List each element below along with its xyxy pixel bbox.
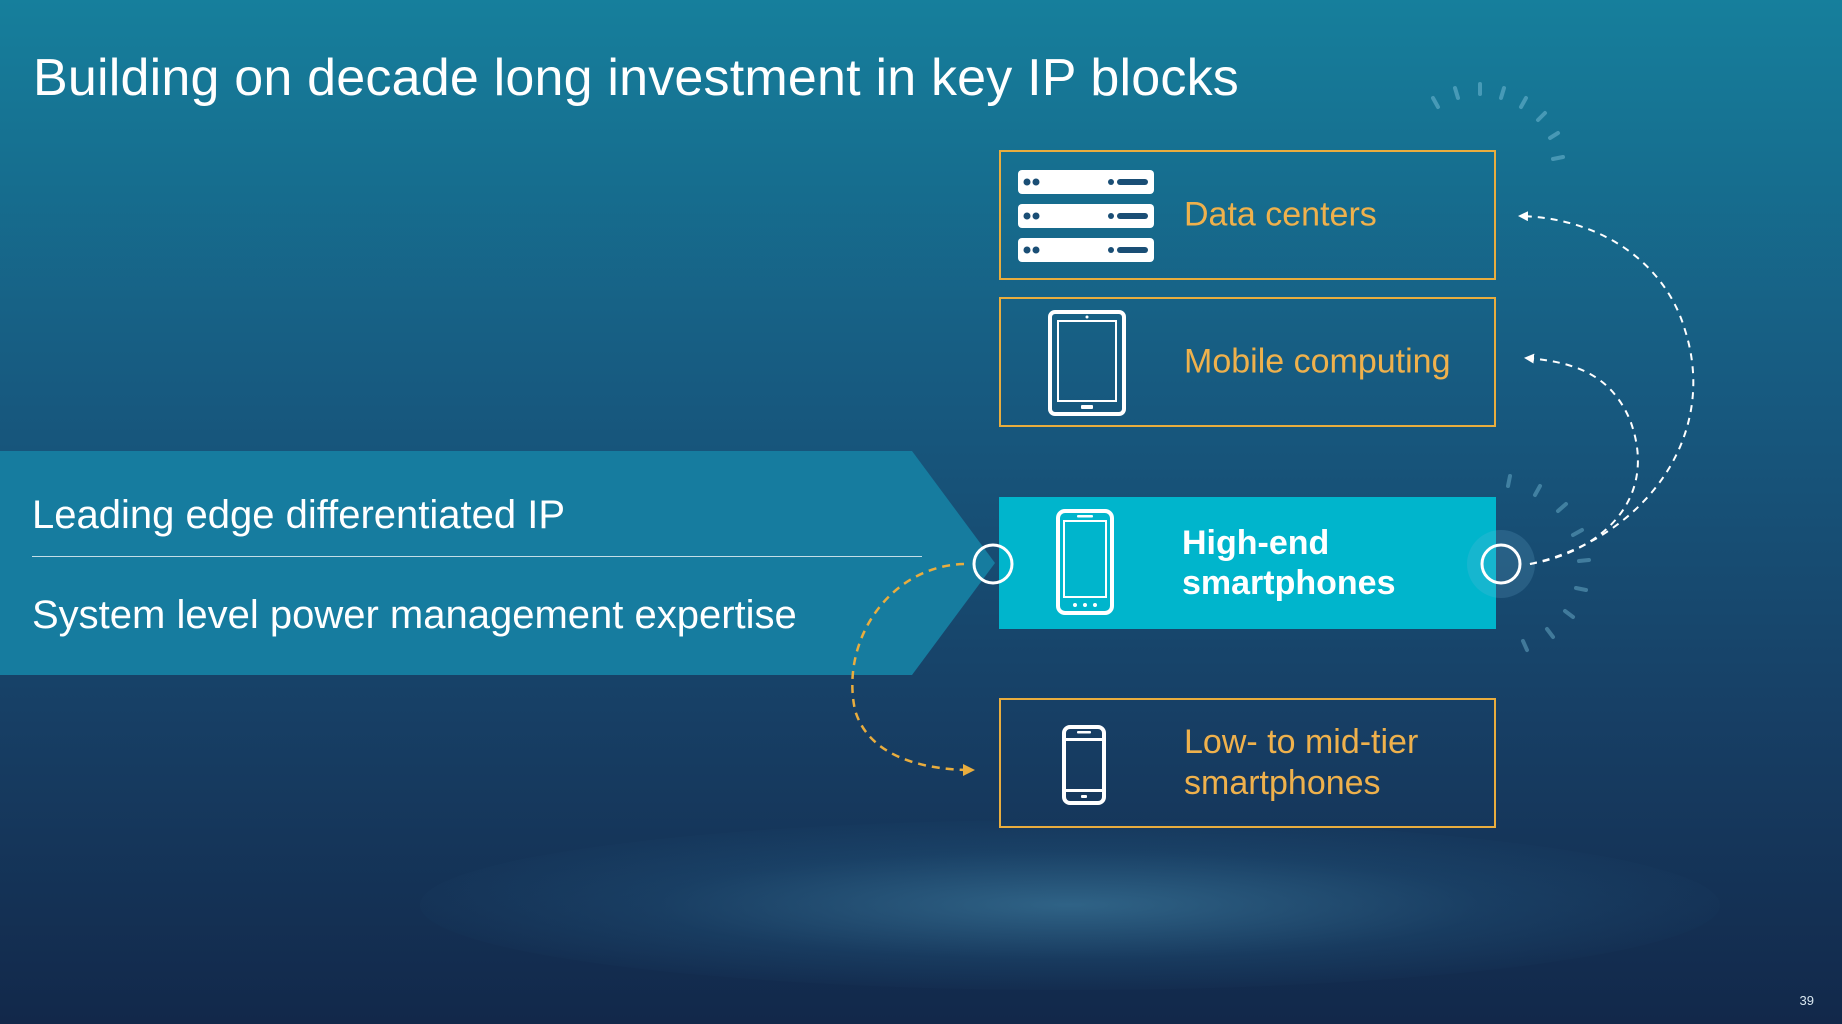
server-rack-icon <box>1018 170 1154 262</box>
segment-label: Mobile computing <box>1184 342 1451 381</box>
floor-glow <box>420 820 1720 990</box>
tablet-icon <box>1048 310 1126 416</box>
slide-title: Building on decade long investment in ke… <box>33 49 1239 107</box>
connector-to-data-centers <box>1518 211 1695 565</box>
tick-ring-top <box>1431 82 1565 161</box>
connector-to-low-mid-tier <box>851 562 975 776</box>
segment-label-line2: smartphones <box>1184 764 1381 802</box>
segment-label-line1: Low- to mid-tier <box>1184 723 1419 761</box>
segment-high-end-smartphones: High-end smartphones <box>999 497 1496 629</box>
banner-divider <box>32 556 922 557</box>
connector-node-left <box>972 543 1014 585</box>
segment-label: Data centers <box>1184 195 1377 234</box>
capability-power-management: System level power management expertise <box>32 593 797 637</box>
segment-label: Low- to mid-tier smartphones <box>1184 722 1484 804</box>
segment-mobile-computing: Mobile computing <box>999 297 1496 427</box>
smartphone-icon <box>1056 509 1114 615</box>
segment-data-centers: Data centers <box>999 150 1496 280</box>
basic-phone-icon <box>1062 725 1106 805</box>
segment-label: High-end smartphones <box>1182 523 1482 603</box>
tick-ring-middle <box>1506 474 1591 652</box>
segment-low-mid-tier-smartphones: Low- to mid-tier smartphones <box>999 698 1496 828</box>
segment-label-line1: High-end <box>1182 524 1330 562</box>
connector-node-right <box>1480 543 1522 585</box>
page-number: 39 <box>1799 993 1814 1008</box>
segment-label-line2: smartphones <box>1182 564 1396 602</box>
capabilities-banner <box>0 451 995 675</box>
capability-leading-edge-ip: Leading edge differentiated IP <box>32 493 566 537</box>
connector-to-mobile-computing <box>1524 353 1639 565</box>
